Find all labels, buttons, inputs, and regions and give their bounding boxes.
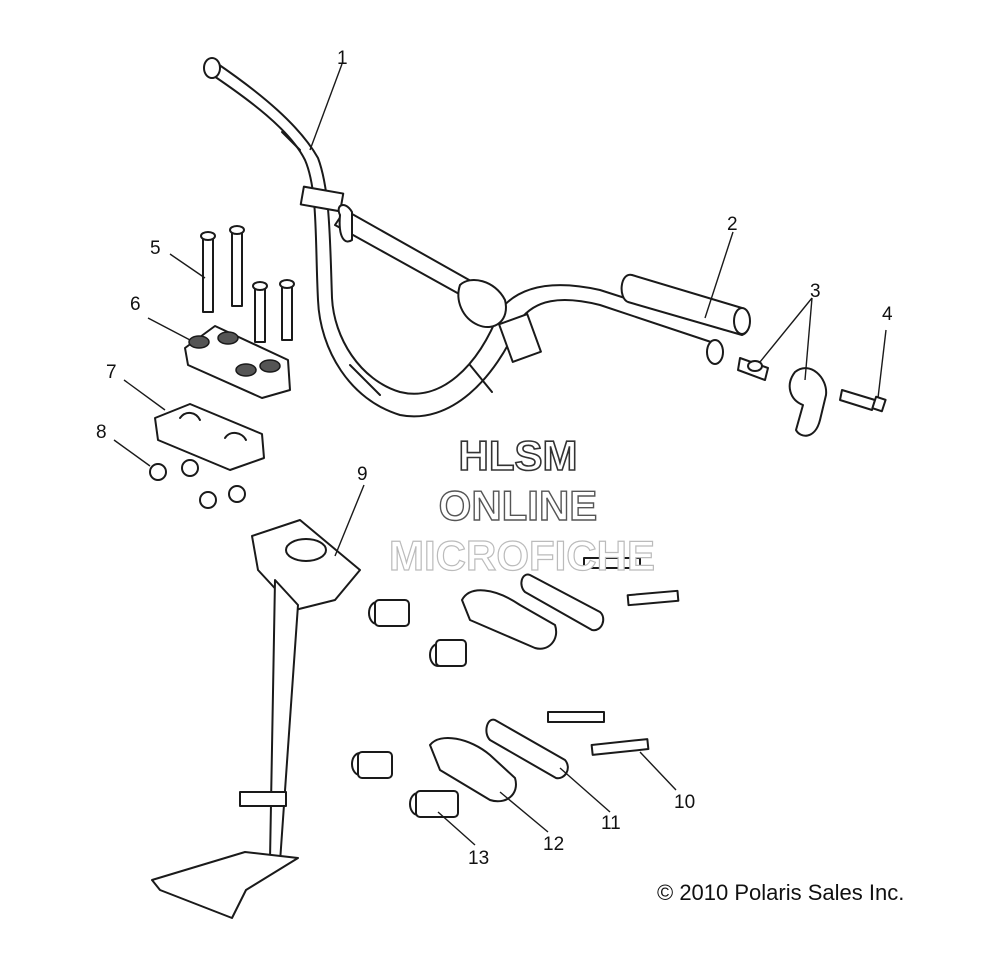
callout-labels: 1 2 3 4 5 6 7 8 9 10 11 12 13 — [96, 48, 893, 869]
grip-part — [620, 273, 751, 336]
callout-9: 9 — [357, 464, 368, 485]
bolts-5-part — [200, 225, 295, 343]
bracket-set-lower-part — [351, 711, 650, 818]
leader-lines — [113, 63, 887, 846]
bolt-4-part — [839, 389, 887, 413]
watermark-line-3: MICROFICHE — [389, 532, 655, 579]
callout-12: 12 — [543, 834, 564, 855]
callout-1: 1 — [337, 48, 348, 69]
callout-8: 8 — [96, 422, 107, 443]
callout-11: 11 — [601, 813, 621, 834]
watermark-line-1: HLSM — [459, 432, 578, 479]
throttle-part — [737, 357, 828, 437]
lower-clamp-7-part — [154, 403, 265, 471]
callout-7: 7 — [106, 362, 117, 383]
callout-6: 6 — [130, 294, 141, 315]
callout-13: 13 — [468, 848, 489, 869]
callout-4: 4 — [882, 304, 893, 325]
handlebar-part — [203, 57, 726, 418]
callout-10: 10 — [674, 792, 695, 813]
watermark-line-2: ONLINE — [439, 482, 598, 529]
copyright-notice: © 2010 Polaris Sales Inc. — [657, 880, 905, 905]
steering-post-9-part — [151, 519, 361, 919]
nuts-8-part — [149, 459, 246, 509]
upper-clamp-6-part — [184, 325, 291, 399]
callout-5: 5 — [150, 238, 161, 259]
callout-2: 2 — [727, 214, 738, 235]
callout-3: 3 — [810, 281, 821, 302]
watermark: HLSM ONLINE MICROFICHE — [388, 431, 655, 579]
bracket-set-upper-part — [368, 557, 680, 667]
